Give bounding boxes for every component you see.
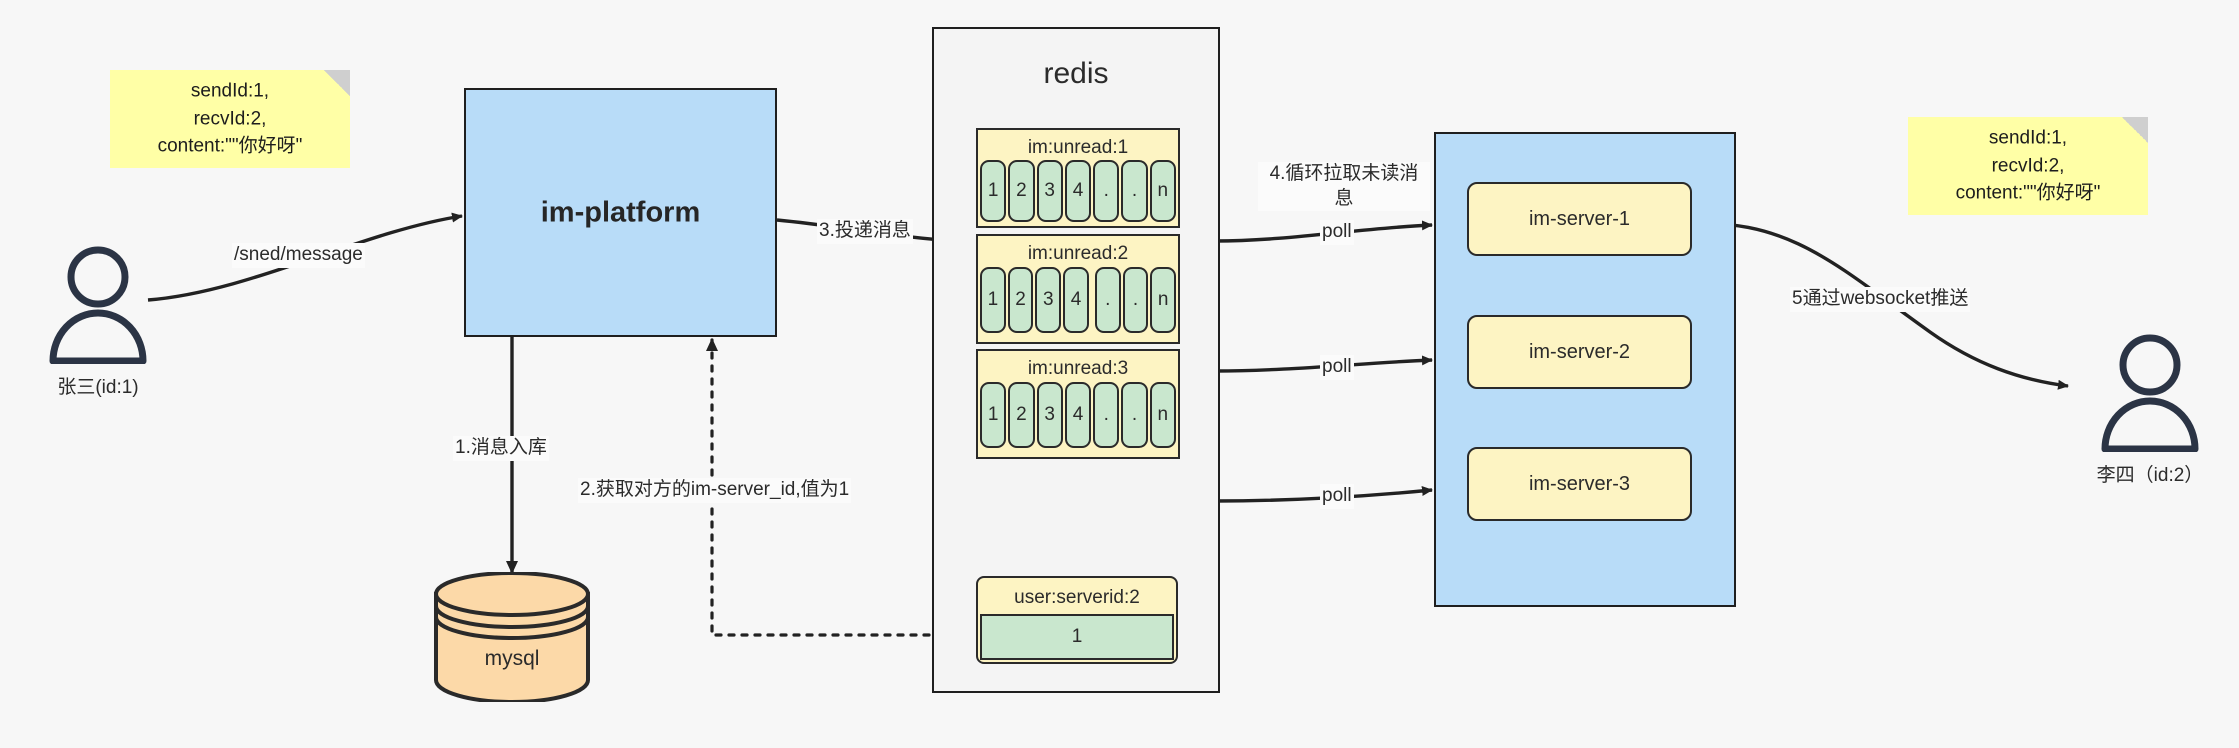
im-platform-box[interactable]: im-platform	[464, 88, 777, 337]
im-server-2-box[interactable]: im-server-2	[1467, 315, 1692, 389]
redis-cell: 1	[980, 160, 1007, 222]
redis-key-label-1: im:unread:1	[1027, 137, 1129, 158]
redis-cell: .	[1093, 382, 1120, 448]
edge-label-poll-3: poll	[1320, 484, 1354, 509]
sticky-note-right: sendId:1, recvId:2, content:""你好呀"	[1908, 117, 2148, 215]
redis-cell: 3	[1035, 267, 1062, 333]
user-icon	[49, 246, 147, 365]
page-fold-icon	[2122, 117, 2148, 143]
im-server-3-box[interactable]: im-server-3	[1467, 447, 1692, 521]
redis-kv-value: 1	[980, 614, 1174, 660]
redis-key-label-2: im:unread:2	[1027, 243, 1129, 264]
edge-label-step5: 5通过websocket推送	[1790, 287, 1971, 312]
im-server-1-box[interactable]: im-server-1	[1467, 182, 1692, 256]
redis-cell: 1	[980, 267, 1006, 333]
mysql-database[interactable]: mysql	[432, 571, 592, 704]
redis-cell: 4	[1063, 267, 1089, 333]
redis-cell: n	[1149, 160, 1176, 222]
sticky-note-left: sendId:1, recvId:2, content:""你好呀"	[110, 70, 350, 168]
redis-cell: 3	[1036, 160, 1063, 222]
redis-cell: 1	[980, 382, 1007, 448]
edge-label-poll-1: poll	[1320, 220, 1354, 245]
actor-sender: 张三(id:1)	[38, 240, 158, 398]
edge-label-step1: 1.消息入库	[453, 436, 549, 461]
redis-cell: .	[1094, 267, 1121, 333]
user-icon	[2101, 334, 2199, 453]
redis-cell-row-1: 1 2 3 4 . . n	[980, 160, 1176, 222]
redis-key-label-3: im:unread:3	[1027, 358, 1129, 379]
redis-cell: 4	[1064, 160, 1092, 222]
edge-label-step2: 2.获取对方的im-server_id,值为1	[578, 478, 852, 503]
redis-kv-user-serverid[interactable]: user:serverid:2 1	[976, 576, 1178, 664]
redis-cell: .	[1121, 160, 1148, 222]
im-server-cluster: im-server-1 im-server-2 im-server-3	[1434, 132, 1736, 607]
redis-cell-row-2: 1 2 3 4 . . n	[980, 267, 1177, 333]
actor-receiver: 李四（id:2）	[2090, 328, 2210, 486]
redis-key-group-1[interactable]: im:unread:1 1 2 3 4 . . n	[976, 128, 1180, 228]
redis-cell: 2	[1008, 382, 1035, 448]
redis-cell: .	[1122, 267, 1149, 333]
actor-sender-label: 张三(id:1)	[57, 377, 139, 398]
redis-key-group-2[interactable]: im:unread:2 1 2 3 4 . . n	[976, 234, 1180, 344]
redis-panel: redis im:unread:1 1 2 3 4 . . n im:unrea…	[932, 27, 1220, 693]
redis-cell-row-3: 1 2 3 4 . . n	[980, 382, 1176, 448]
edge-label-step3: 3.投递消息	[817, 219, 913, 244]
redis-cell: .	[1121, 382, 1148, 448]
edge-label-send-message: /sned/message	[232, 243, 365, 268]
redis-key-group-3[interactable]: im:unread:3 1 2 3 4 . . n	[976, 349, 1180, 459]
redis-cell: 3	[1036, 382, 1063, 448]
redis-cell: n	[1150, 267, 1177, 333]
redis-cell: n	[1149, 382, 1176, 448]
sticky-note-right-text: sendId:1, recvId:2, content:""你好呀"	[1955, 127, 2101, 204]
redis-cell: 4	[1064, 382, 1092, 448]
actor-receiver-label: 李四（id:2）	[2096, 465, 2204, 486]
edge-label-poll-2: poll	[1320, 355, 1354, 380]
edge-label-step4: 4.循环拉取未读消 息	[1258, 162, 1430, 212]
redis-kv-key: user:serverid:2	[1014, 587, 1140, 608]
im-platform-label: im-platform	[540, 196, 701, 228]
redis-cell: 2	[1008, 160, 1035, 222]
mysql-label: mysql	[484, 647, 540, 671]
redis-title: redis	[1043, 57, 1109, 90]
database-cylinder-icon	[434, 571, 590, 704]
redis-cell: 2	[1007, 267, 1034, 333]
redis-cell: .	[1093, 160, 1120, 222]
sticky-note-left-text: sendId:1, recvId:2, content:""你好呀"	[157, 80, 303, 157]
page-fold-icon	[324, 70, 350, 96]
